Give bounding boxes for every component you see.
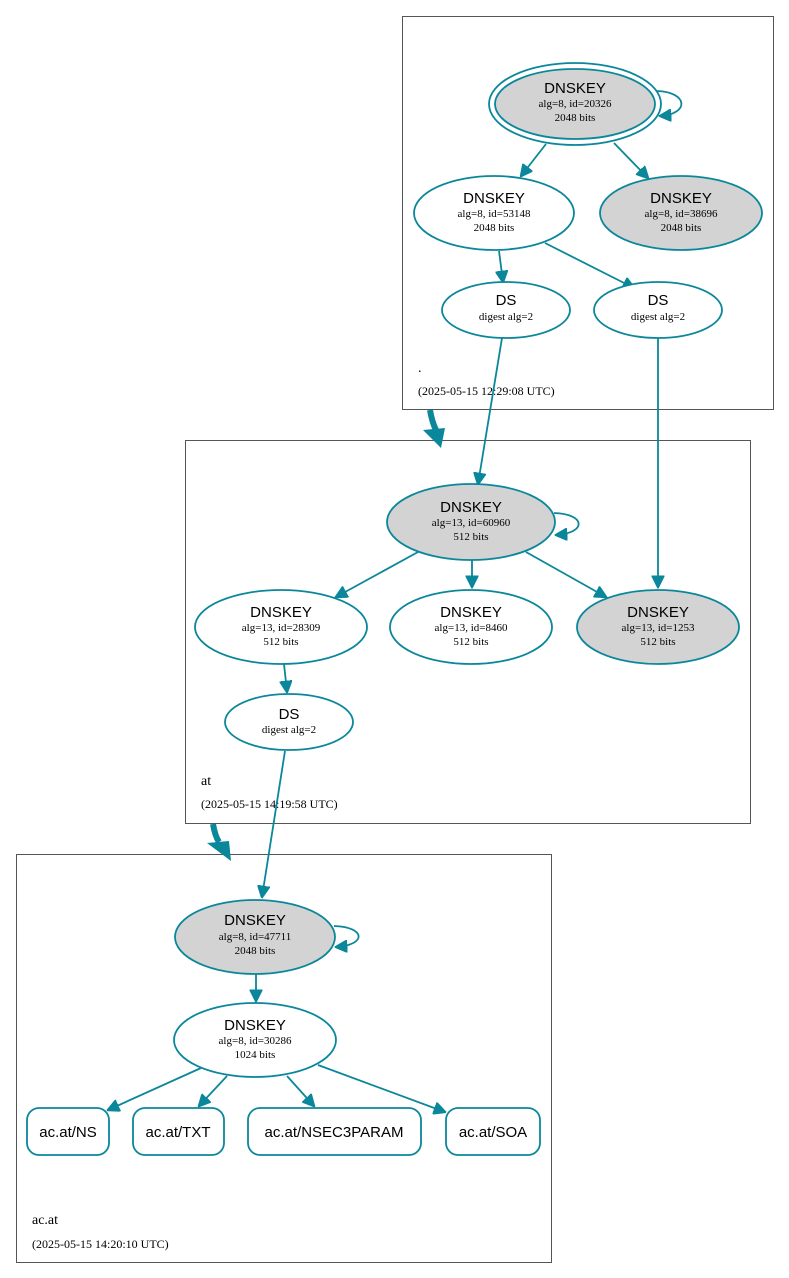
edge-root-ds1-at-ksk [478,337,503,484]
dnskey-alg-id: alg=8, id=38696 [645,208,718,220]
dnskey-node-acat-zsk[interactable]: DNSKEY alg=8, id=30286 1024 bits [173,1002,337,1078]
ds-digest: digest alg=2 [631,311,685,323]
dnskey-title: DNSKEY [224,912,286,929]
edge-at-ksk-zsk1 [336,551,419,597]
dnskey-alg-id: alg=13, id=60960 [432,517,511,529]
dnskey-title: DNSKEY [463,190,525,207]
zone-name-acat: ac.at [32,1213,58,1228]
dnskey-node-at-key3[interactable]: DNSKEY alg=13, id=1253 512 bits [576,589,740,665]
dnskey-bits: 512 bits [453,636,488,648]
dnskey-alg-id: alg=13, id=8460 [435,622,508,634]
zone-name-at: at [201,774,211,789]
self-sign-edge-at-ksk [553,512,580,535]
dnskey-bits: 1024 bits [235,1049,276,1061]
dnskey-alg-id: alg=8, id=47711 [219,931,292,943]
dnskey-alg-id: alg=13, id=1253 [622,622,695,634]
record-node-soa[interactable]: ac.at/SOA [445,1107,541,1156]
dnskey-alg-id: alg=8, id=30286 [219,1035,292,1047]
record-label: ac.at/NS [39,1124,97,1141]
record-label: ac.at/SOA [459,1124,527,1141]
edge-acat-zsk-soa [317,1064,445,1112]
dnskey-alg-id: alg=13, id=28309 [242,622,321,634]
ds-node-root-1[interactable]: DS digest alg=2 [441,281,571,339]
edge-at-ds-acat-ksk [262,750,286,897]
self-sign-edge-acat-ksk [333,925,360,947]
ds-title: DS [279,706,300,723]
dnskey-node-at-ksk[interactable]: DNSKEY alg=13, id=60960 512 bits [386,483,556,561]
dnskey-bits: 512 bits [263,636,298,648]
dnskey-title: DNSKEY [440,604,502,621]
zone-timestamp-acat: (2025-05-15 14:20:10 UTC) [32,1237,169,1251]
dnskey-node-at-zsk2[interactable]: DNSKEY alg=13, id=8460 512 bits [389,589,553,665]
dnskey-bits: 512 bits [640,636,675,648]
delegation-arrow-root-at [427,409,439,432]
dnskey-title: DNSKEY [544,80,606,97]
edge-at-ksk-key3 [525,551,606,597]
record-label: ac.at/NSEC3PARAM [265,1124,404,1141]
zone-timestamp-at: (2025-05-15 14:19:58 UTC) [201,797,338,811]
ds-digest: digest alg=2 [479,311,533,323]
record-node-txt[interactable]: ac.at/TXT [132,1107,225,1156]
dnskey-node-root-zsk[interactable]: DNSKEY alg=8, id=53148 2048 bits [413,175,575,251]
record-node-nsec3param[interactable]: ac.at/NSEC3PARAM [247,1107,422,1156]
ds-node-root-2[interactable]: DS digest alg=2 [593,281,723,339]
dnskey-bits: 2048 bits [661,222,702,234]
dnskey-bits: 2048 bits [474,222,515,234]
dnskey-node-at-zsk1[interactable]: DNSKEY alg=13, id=28309 512 bits [194,589,368,665]
dnskey-bits: 512 bits [453,531,488,543]
edge-acat-zsk-txt [199,1075,228,1106]
dnskey-node-acat-ksk[interactable]: DNSKEY alg=8, id=47711 2048 bits [174,899,336,975]
delegation-arrowhead-root-at [423,428,445,448]
dnskey-node-root-key3[interactable]: DNSKEY alg=8, id=38696 2048 bits [599,175,763,251]
record-node-ns[interactable]: ac.at/NS [26,1107,110,1156]
dnskey-node-root-ksk[interactable]: DNSKEY alg=8, id=20326 2048 bits [488,62,662,146]
delegation-arrow-at-acat [210,823,222,844]
edge-acat-zsk-ns [108,1067,202,1110]
dnskey-alg-id: alg=8, id=20326 [539,98,612,110]
zone-timestamp-root: (2025-05-15 12:29:08 UTC) [418,384,555,398]
ds-title: DS [648,292,669,309]
edge-acat-zsk-nsec3param [286,1075,314,1106]
dnskey-title: DNSKEY [440,499,502,516]
ds-digest: digest alg=2 [262,724,316,736]
delegation-arrowhead-at-acat [207,841,231,861]
dnskey-bits: 2048 bits [555,112,596,124]
edge-at-zsk1-ds [284,663,287,692]
ds-title: DS [496,292,517,309]
dnskey-title: DNSKEY [224,1017,286,1034]
root-ksk-fill [494,68,656,140]
dnskey-title: DNSKEY [250,604,312,621]
zone-name-root: . [418,361,422,376]
self-sign-edge-root-ksk [656,90,683,116]
dnskey-title: DNSKEY [627,604,689,621]
edge-root-ksk-key3 [613,142,648,178]
edge-root-zsk-ds1 [499,250,503,282]
record-label: ac.at/TXT [145,1124,210,1141]
dnskey-bits: 2048 bits [235,945,276,957]
ds-node-at[interactable]: DS digest alg=2 [224,693,354,751]
dnskey-title: DNSKEY [650,190,712,207]
edge-root-ksk-zsk [521,143,547,176]
dnskey-alg-id: alg=8, id=53148 [458,208,531,220]
edge-root-zsk-ds2 [544,242,634,288]
